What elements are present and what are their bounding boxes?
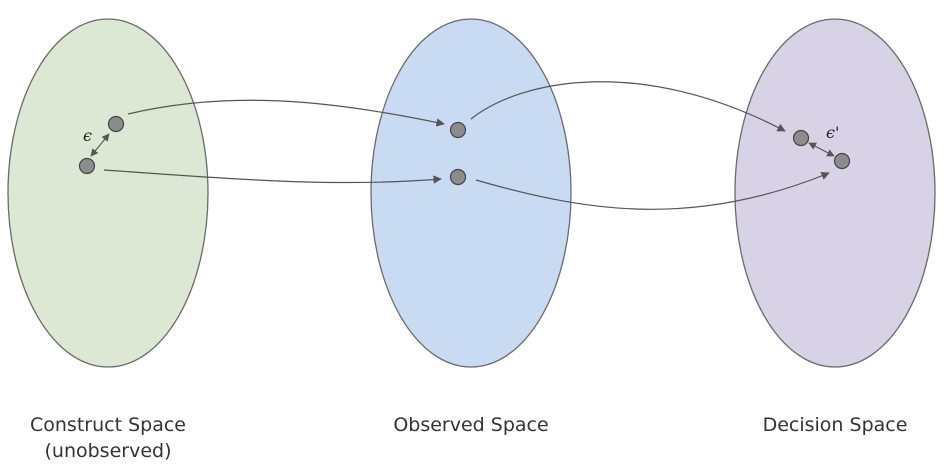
arrow-construct-to-observed-lower (103, 169, 442, 184)
decision-point-upper (792, 129, 810, 147)
arrow-observed-to-decision-upper (470, 81, 786, 132)
epsilon-distance-arrow (90, 133, 110, 157)
construct-space-label: Construct Space (30, 414, 186, 436)
decision-space-label: Decision Space (763, 414, 908, 436)
epsilon-prime-label: ϵ' (826, 123, 839, 142)
arrow-observed-to-decision-lower (475, 171, 830, 210)
arrow-construct-to-observed-upper (127, 99, 445, 127)
construct-space-sublabel: (unobserved) (45, 440, 172, 462)
construct-space-ellipse (7, 18, 209, 368)
observed-space-label: Observed Space (393, 414, 548, 436)
observed-space-ellipse (370, 18, 572, 368)
observed-point-lower (449, 168, 467, 186)
decision-space-ellipse (734, 18, 936, 368)
epsilon-label: ϵ (83, 126, 92, 145)
observed-point-upper (449, 121, 467, 139)
epsilon-prime-distance-arrow (808, 142, 835, 157)
construct-point-upper (107, 115, 125, 133)
decision-point-lower (833, 152, 851, 170)
construct-point-lower (78, 157, 96, 175)
